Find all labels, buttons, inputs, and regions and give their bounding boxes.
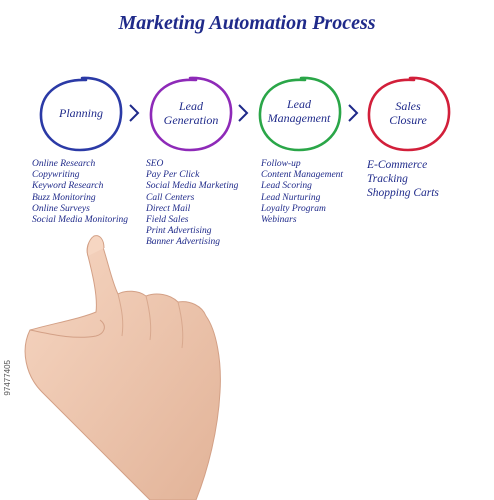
stock-id-watermark: 97477405 <box>3 360 12 396</box>
list-item: Tracking <box>367 173 408 185</box>
lead-generation-label-line-1: Lead <box>179 99 203 113</box>
lead-generation-label: Lead Generation <box>150 99 232 127</box>
list-item: Shopping Carts <box>367 187 439 199</box>
lead-management-label: Lead Management <box>258 97 340 125</box>
chevron-right-icon <box>129 104 140 122</box>
list-item: Print Advertising <box>146 226 212 237</box>
list-item: SEO <box>146 159 164 169</box>
knuckle-line <box>145 295 152 341</box>
list-item: Online Surveys <box>32 203 90 214</box>
list-item: Lead Scoring <box>261 181 312 192</box>
planning-circle <box>39 76 123 152</box>
lead-generation-items: SEO Pay Per Click Social Media Marketing… <box>146 159 238 249</box>
lead-generation-circle-stroke <box>149 76 233 152</box>
sales-closure-label-line-2: Closure <box>389 113 427 127</box>
list-item: Field Sales <box>146 215 189 226</box>
list-item: Copywriting <box>32 170 80 181</box>
lead-generation-circle <box>149 76 233 152</box>
planning-label: Planning <box>40 106 122 120</box>
lead-management-circle <box>258 76 342 152</box>
sales-closure-circle <box>367 76 451 152</box>
list-item: Buzz Monitoring <box>32 192 96 203</box>
list-item: Keyword Research <box>32 181 104 192</box>
planning-circle-stroke <box>39 76 123 152</box>
list-item: Content Management <box>261 170 344 181</box>
list-item: Call Centers <box>146 192 195 203</box>
knuckle-line <box>117 293 124 337</box>
lead-management-label-line-1: Lead <box>287 97 311 111</box>
sales-closure-label: Sales Closure <box>367 99 449 127</box>
lead-management-circle-stroke <box>258 76 342 152</box>
list-item: Direct Mail <box>146 203 191 214</box>
planning-label-line-1: Planning <box>59 106 103 120</box>
thumb-outline <box>29 319 105 338</box>
knuckle-line <box>177 301 184 349</box>
index-finger-tip <box>86 235 105 257</box>
list-item: Social Media Monitoring <box>32 215 129 226</box>
list-item: Social Media Marketing <box>146 181 239 192</box>
list-item: Pay Per Click <box>146 170 200 181</box>
sales-closure-label-line-1: Sales <box>395 99 421 113</box>
chevron-right-icon <box>238 104 249 122</box>
sales-closure-circle-stroke <box>367 76 451 152</box>
list-item: Banner Advertising <box>146 237 220 248</box>
lead-generation-label-line-2: Generation <box>163 113 219 127</box>
sales-closure-items: E-Commerce Tracking Shopping Carts <box>367 158 439 200</box>
list-item: Webinars <box>261 215 297 226</box>
planning-items: Online Research Copywriting Keyword Rese… <box>32 159 128 226</box>
list-item: Lead Nurturing <box>261 192 321 203</box>
list-item: Follow-up <box>261 159 301 169</box>
chevron-right-icon <box>348 104 359 122</box>
lead-management-label-line-2: Management <box>267 111 331 125</box>
diagram-title: Marketing Automation Process <box>118 12 376 34</box>
list-item: E-Commerce <box>367 159 428 171</box>
lead-management-items: Follow-up Content Management Lead Scorin… <box>261 159 343 226</box>
list-item: Loyalty Program <box>261 203 326 214</box>
hand-shape <box>24 238 221 500</box>
list-item: Online Research <box>32 159 96 169</box>
